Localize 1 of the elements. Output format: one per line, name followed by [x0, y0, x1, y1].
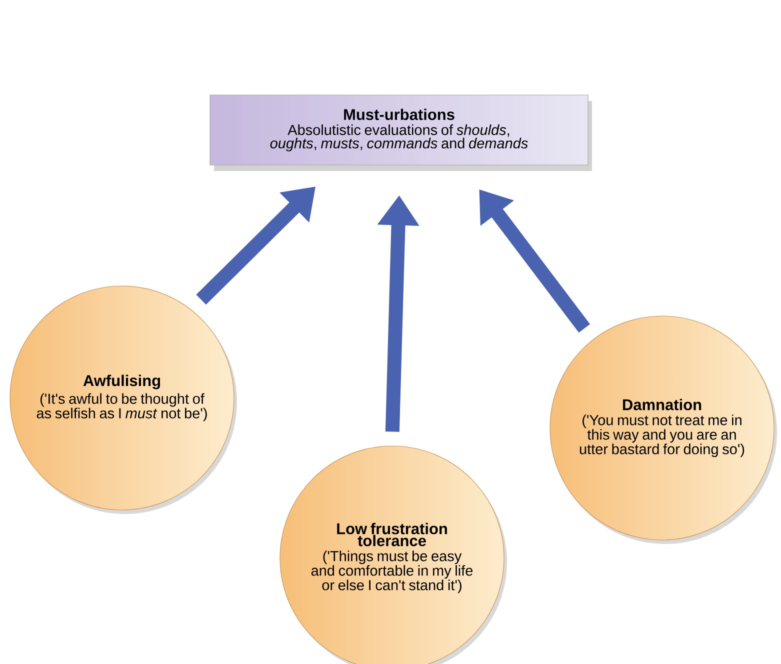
- heading-box: Must-urbations Absolutistic evaluations of shoulds, oughts, musts, commands and demands: [210, 94, 592, 171]
